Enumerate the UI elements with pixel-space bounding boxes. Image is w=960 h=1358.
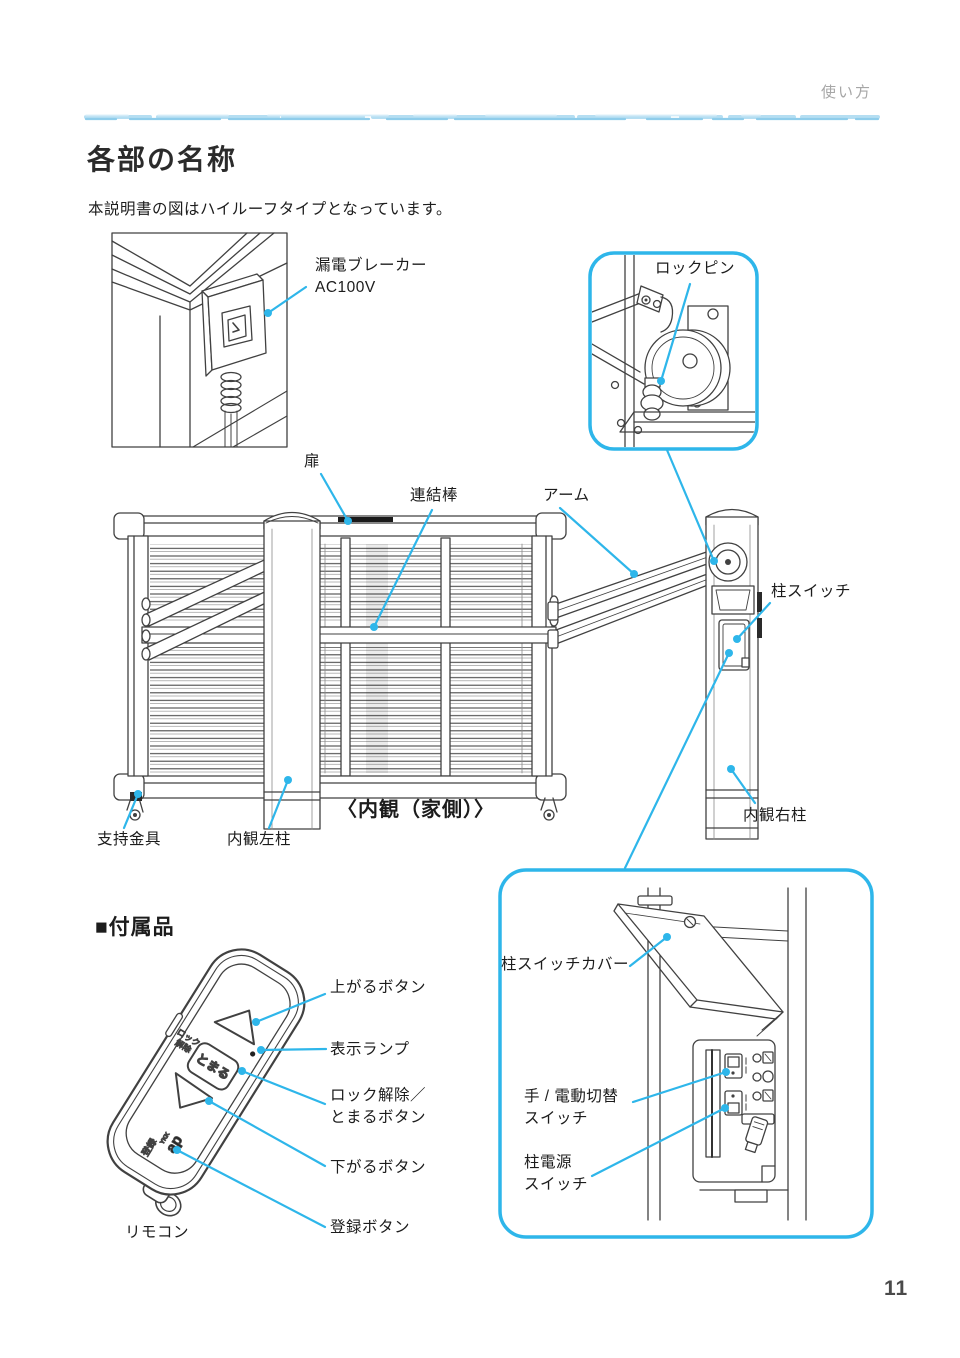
label-left-pillar: 内観左柱 [227,831,292,848]
label-breaker: 漏電ブレーカー AC100V [315,255,427,299]
label-down-button: 下がるボタン [330,1159,427,1176]
label-mode-switch-line2: スイッチ [524,1110,589,1127]
pillar-switch-detail-drawing [498,868,874,1239]
label-breaker-line1: 漏電ブレーカー [315,257,428,274]
label-arm: アーム [543,487,590,504]
label-lock-pin: ロックピン [655,260,736,277]
brush-divider [84,114,880,121]
remote-indicator-lamp [250,1051,256,1057]
page-subtitle: 本説明書の図はハイルーフタイプとなっています。 [88,201,452,218]
label-breaker-line2: AC100V [315,279,376,296]
page-number: 11 [884,1277,909,1300]
lock-pin-inset-drawing [588,251,759,451]
label-right-pillar: 内観右柱 [743,807,808,824]
accessories-heading: ■付属品 [95,916,175,939]
label-door: 扉 [304,453,321,470]
label-lock-stop-line1: ロック解除／ [330,1087,427,1104]
page-header: 使い方 [821,84,873,101]
label-power-switch-line2: スイッチ [524,1176,589,1193]
label-lock-stop-button: ロック解除／ とまるボタン [330,1085,426,1129]
label-mode-switch: 手 / 電動切替 スイッチ [524,1086,618,1130]
view-caption: 〈内観（家側）〉 [337,799,495,821]
label-register-button: 登録ボタン [330,1219,411,1236]
label-power-switch-line1: 柱電源 [524,1154,573,1171]
callout-leaders [122,282,772,1229]
label-pillar-switch: 柱スイッチ [771,583,852,600]
label-connecting-rod: 連結棒 [410,487,459,504]
label-mode-switch-line1: 手 / 電動切替 [524,1088,619,1105]
remote-drawing: ロック 解除 とまる YKK ap 登録 [106,948,306,1217]
breaker-inset-drawing [111,232,288,448]
label-up-button: 上がるボタン [330,979,427,996]
label-lock-stop-line2: とまるボタン [330,1109,427,1126]
label-support-bracket: 支持金具 [97,831,162,848]
gate-drawing [113,508,762,840]
remote-caption: リモコン [125,1224,190,1241]
label-indicator-lamp: 表示ランプ [330,1041,410,1058]
page-title: 各部の名称 [87,144,238,175]
label-power-switch: 柱電源 スイッチ [524,1152,588,1196]
label-switch-cover: 柱スイッチカバー [501,956,630,973]
